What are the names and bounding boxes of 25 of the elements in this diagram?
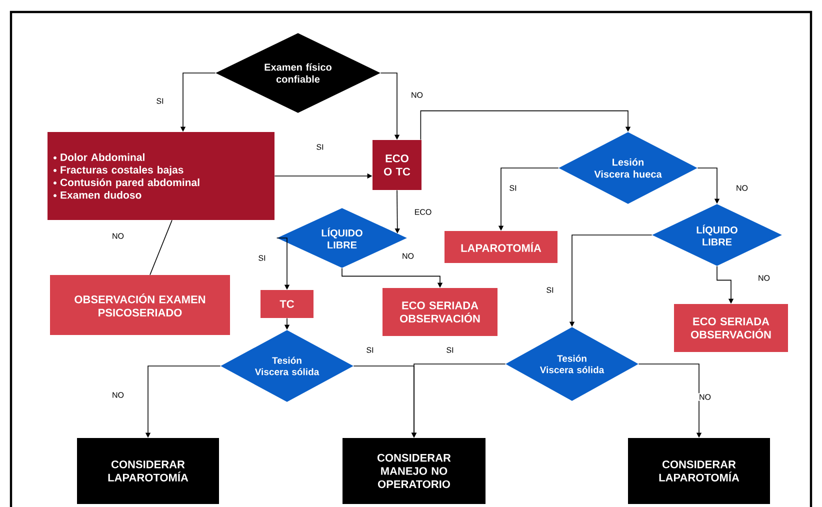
edge-label: ECO: [413, 208, 433, 216]
edge-label: SI: [155, 97, 165, 105]
process-box: Dolor Abdominal Fracturas costales bajas Contusión pared abdominal Examen dudoso: [48, 132, 274, 220]
edge-label: SI: [257, 254, 267, 262]
process-box: TC: [260, 290, 314, 318]
edge-label: SI: [545, 286, 555, 294]
edge-label: NO: [111, 391, 125, 399]
edge-label: SI: [445, 346, 455, 354]
process-box: CONSIDERAR LAPAROTOMÍA: [77, 438, 219, 504]
edge-label: NO: [111, 232, 125, 240]
edge-label: NO: [698, 393, 712, 401]
edge-label: SI: [365, 346, 375, 354]
edge-label: SI: [315, 143, 325, 151]
process-box: CONSIDERAR LAPAROTOMÍA: [628, 438, 770, 504]
process-box: LAPAROTOMÍA: [444, 231, 558, 263]
process-box: ECO SERIADA OBSERVACIÓN: [674, 304, 788, 352]
process-box: ECO SERIADA OBSERVACIÓN: [382, 288, 498, 336]
process-box: OBSERVACIÓN EXAMEN PSICOSERIADO: [50, 275, 230, 335]
edge-label: NO: [410, 91, 424, 99]
edge-label: NO: [735, 184, 749, 192]
process-box: CONSIDERAR MANEJO NO OPERATORIO: [342, 438, 486, 504]
arrow: [420, 110, 631, 140]
edge-label: SI: [508, 184, 518, 192]
edge-label: NO: [757, 274, 771, 282]
process-box: ECO O TC: [372, 140, 422, 190]
